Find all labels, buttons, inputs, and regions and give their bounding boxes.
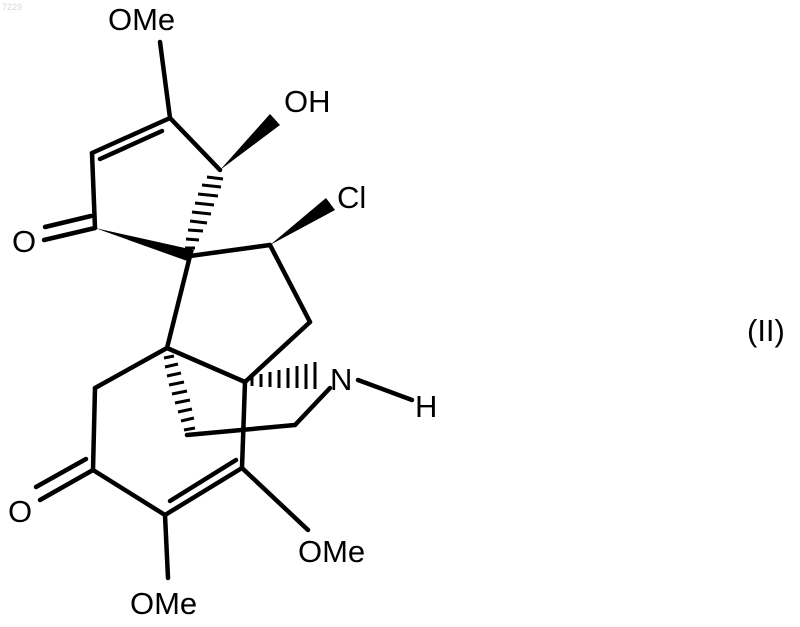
bond-spiro-to-ccl bbox=[190, 245, 270, 256]
bond-ccl-to-ch2 bbox=[270, 245, 310, 322]
wedge-bond-ketone-to-spiro bbox=[95, 228, 194, 262]
wedge-bond-oh bbox=[220, 114, 280, 170]
compound-number-label: (II) bbox=[747, 313, 785, 348]
bond-lower-ketone-to-come bbox=[93, 470, 165, 515]
bond-come-right-to-fusion bbox=[242, 382, 245, 468]
bond-upper-ketone-inner bbox=[45, 216, 91, 227]
bond-lower-ketone-outer bbox=[40, 470, 93, 500]
label-o-upper-ketone: O bbox=[12, 224, 36, 259]
bond-upper-ketone-outer bbox=[44, 228, 95, 240]
bond-c-ome-top bbox=[160, 42, 170, 118]
hashed-bond-quaternary-to-bridge bbox=[164, 356, 195, 430]
hashed-bond-spiro-to-coh bbox=[185, 177, 223, 248]
bond-lower-ketone-inner bbox=[36, 459, 86, 487]
label-cl: Cl bbox=[337, 180, 366, 215]
label-hydrogen: H bbox=[415, 389, 437, 424]
label-oh: OH bbox=[284, 84, 331, 119]
bond-ring-bottom-double-inner bbox=[170, 460, 236, 501]
bond-ch2-to-lower-ketone bbox=[93, 388, 95, 470]
bond-ring-top-double-outer bbox=[92, 118, 170, 153]
bond-quaternary-to-ch2-lower bbox=[95, 348, 167, 388]
label-ome-bottom: OMe bbox=[130, 586, 197, 621]
bond-quaternary-to-fusion-right bbox=[167, 348, 245, 382]
wedge-bond-cl bbox=[270, 198, 335, 245]
watermark-text: 7229 bbox=[2, 2, 22, 12]
bond-spiro-to-quaternary bbox=[167, 256, 190, 348]
label-nitrogen: N bbox=[330, 362, 352, 397]
bond-c-ome-bottom bbox=[165, 515, 168, 578]
bond-ring-top-right bbox=[170, 118, 220, 170]
label-ome-top: OMe bbox=[108, 2, 175, 37]
bond-ring-bottom-double-outer bbox=[165, 468, 242, 515]
label-ome-right: OMe bbox=[298, 534, 365, 569]
bond-n-to-h bbox=[358, 380, 412, 400]
bond-c-ome-right bbox=[242, 468, 308, 530]
label-o-lower-ketone: O bbox=[8, 494, 32, 529]
bond-bridge-to-n bbox=[295, 388, 330, 425]
